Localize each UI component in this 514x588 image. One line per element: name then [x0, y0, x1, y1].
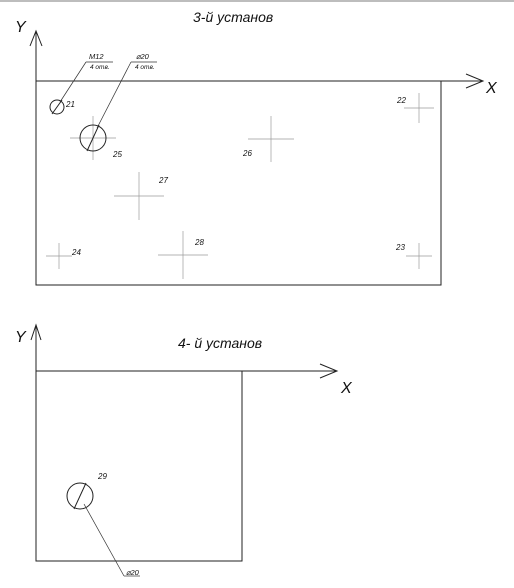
- hole-23-label: 23: [396, 243, 405, 252]
- hole-21-marker: [49, 61, 113, 115]
- setup3-x-axis-label: X: [486, 80, 497, 97]
- setup4-callout-d20-label: ⌀20: [126, 568, 139, 577]
- setup4-drawing: [30, 323, 339, 577]
- setup3-title: 3-й установ: [193, 9, 274, 25]
- setup3-workpiece-outline: [35, 80, 442, 286]
- setup3-y-axis-arrow: [29, 29, 43, 47]
- setup4-y-axis-arrow: [30, 323, 42, 341]
- hole-24-crosshair: [46, 243, 72, 269]
- hole-25-label: 25: [113, 150, 122, 159]
- callout-d20-label: ⌀20: [136, 52, 149, 61]
- setup3-x-axis-arrow: [465, 73, 485, 89]
- callout-m12-label: M12: [89, 52, 104, 61]
- hole-23-crosshair: [406, 243, 432, 269]
- setup4-workpiece-outline: [35, 370, 243, 562]
- hole-29-label: 29: [98, 472, 107, 481]
- hole-28-crosshair: [158, 231, 208, 279]
- hole-25-marker: [70, 61, 157, 160]
- setup4-x-axis-arrow: [319, 363, 339, 379]
- setup3-y-axis-label: Y: [15, 19, 26, 36]
- top-border-line: [0, 0, 514, 2]
- setup4-title: 4- й установ: [178, 335, 263, 351]
- setup4-x-axis-label: X: [341, 380, 352, 397]
- hole-21-label: 21: [66, 100, 75, 109]
- hole-22-crosshair: [404, 93, 434, 123]
- hole-29-marker: [66, 482, 140, 577]
- hole-26-crosshair: [248, 116, 294, 162]
- callout-m12-count: 4 отв.: [90, 64, 110, 71]
- setup3-drawing: [29, 29, 485, 286]
- callout-d20-count: 4 отв.: [135, 64, 155, 71]
- hole-27-crosshair: [114, 172, 164, 220]
- hole-26-label: 26: [243, 149, 252, 158]
- hole-27-label: 27: [159, 176, 168, 185]
- setup4-y-axis-label: Y: [15, 329, 26, 346]
- hole-28-label: 28: [195, 238, 204, 247]
- hole-22-label: 22: [397, 96, 406, 105]
- hole-24-label: 24: [72, 248, 81, 257]
